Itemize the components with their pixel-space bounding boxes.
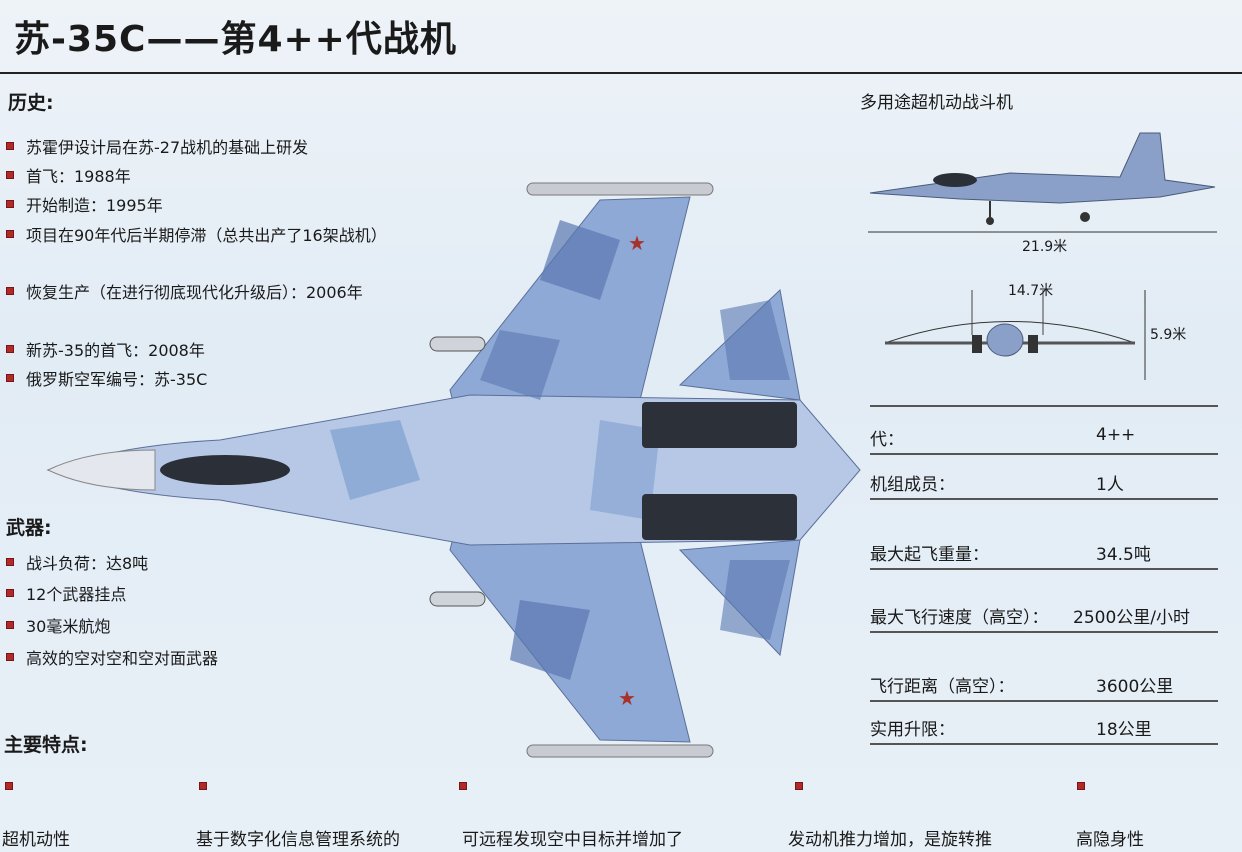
weapons-heading: 武器:	[6, 517, 52, 539]
spec-row-max-speed: 最大飞行速度（高空）： 2500公里/小时	[870, 603, 1218, 633]
page-title: 苏-35C——第4++代战机	[14, 19, 457, 60]
landing-gear-wheel	[1080, 212, 1090, 222]
length-label: 21.9米	[1022, 239, 1068, 255]
history-item-text: 开始制造：1995年	[26, 196, 163, 215]
spec-value: 1人	[1096, 475, 1124, 495]
title-divider	[0, 72, 1242, 74]
spec-label: 实用升限：	[870, 720, 955, 740]
spec-label: 飞行距离（高空）：	[870, 677, 1015, 697]
front-view-engine	[1028, 335, 1038, 353]
camo-patch	[540, 220, 620, 300]
feature-item: 高隐身性	[1076, 830, 1144, 850]
bullet-icon	[6, 621, 14, 629]
aircraft-front-view	[884, 290, 1146, 380]
history-item: 新苏-35的首飞：2008年	[6, 337, 205, 361]
history-item-text: 俄罗斯空军编号：苏-35C	[26, 370, 208, 389]
history-item-text: 首飞：1988年	[26, 167, 131, 186]
nose-cone	[46, 449, 156, 491]
wingspan-label: 14.7米	[1008, 283, 1054, 299]
spec-label: 机组成员：	[870, 475, 955, 495]
weapons-item-text: 高效的空对空和空对面武器	[26, 649, 219, 668]
spec-row-generation: 代： 4++	[870, 425, 1218, 455]
history-item-text: 项目在90年代后半期停滞（总共出产了16架战机）	[26, 226, 387, 245]
cockpit-canopy	[160, 455, 290, 485]
right-subtitle: 多用途超机动战斗机	[860, 93, 1013, 113]
front-view-engine	[972, 335, 982, 353]
history-item: 开始制造：1995年	[6, 192, 163, 216]
spec-label: 最大起飞重量：	[870, 545, 989, 565]
spec-row-range: 飞行距离（高空）： 3600公里	[870, 672, 1218, 702]
history-heading: 历史:	[8, 92, 54, 114]
bullet-icon	[6, 558, 14, 566]
front-view-fuselage	[986, 323, 1024, 357]
wingtip-missile-top	[526, 182, 714, 196]
weapons-item: 30毫米航炮	[6, 613, 110, 637]
aircraft-top-view: ★ ★	[46, 182, 861, 758]
history-item: 项目在90年代后半期停滞（总共出产了16架战机）	[6, 222, 387, 246]
spec-value: 18公里	[1096, 720, 1152, 740]
bullet-icon	[6, 374, 14, 382]
camo-patch	[480, 330, 560, 400]
feature-item: 可远程发现空中目标并增加了	[462, 830, 683, 850]
wingspan-dimension-arc	[884, 321, 1136, 344]
feature-item: 基于数字化信息管理系统的	[196, 830, 400, 850]
history-item: 苏霍伊设计局在苏-27战机的基础上研发	[6, 134, 308, 158]
bullet-icon	[6, 142, 14, 150]
wingtip-missile-bottom	[526, 744, 714, 758]
weapons-item-text: 战斗负荷：达8吨	[26, 554, 149, 573]
bullet-icon	[1077, 782, 1085, 790]
bullet-icon	[6, 653, 14, 661]
spec-table-top-rule	[870, 405, 1218, 407]
spec-row-service-ceiling: 实用升限： 18公里	[870, 715, 1218, 745]
engine-nozzle-top	[642, 402, 797, 448]
missile-pylon	[429, 591, 486, 607]
camo-patch	[720, 300, 790, 380]
engine-nozzle-bottom	[642, 494, 797, 540]
spec-row-max-takeoff-weight: 最大起飞重量： 34.5吨	[870, 540, 1218, 570]
weapons-item-text: 12个武器挂点	[26, 585, 127, 604]
spec-value: 2500公里/小时	[1073, 608, 1190, 628]
history-item: 俄罗斯空军编号：苏-35C	[6, 366, 207, 390]
aircraft-side-view	[869, 132, 1216, 225]
bullet-icon	[6, 287, 14, 295]
bullet-icon	[6, 171, 14, 179]
bullet-icon	[459, 782, 467, 790]
weapons-item-text: 30毫米航炮	[26, 617, 111, 636]
weapons-item: 战斗负荷：达8吨	[6, 550, 148, 574]
side-view-canopy	[933, 173, 977, 187]
history-item: 恢复生产（在进行彻底现代化升级后）：2006年	[6, 279, 363, 303]
bullet-icon	[6, 230, 14, 238]
history-item: 首飞：1988年	[6, 163, 131, 187]
features-heading: 主要特点:	[4, 734, 88, 756]
feature-item: 发动机推力增加，是旋转推	[788, 830, 992, 850]
bullet-icon	[6, 200, 14, 208]
spec-row-crew: 机组成员： 1人	[870, 470, 1218, 500]
weapons-item: 12个武器挂点	[6, 581, 126, 605]
camo-patch	[330, 420, 420, 500]
camo-patch	[510, 600, 590, 680]
history-item-text: 新苏-35的首飞：2008年	[26, 341, 205, 360]
bullet-icon	[5, 782, 13, 790]
landing-gear-wheel	[986, 217, 994, 225]
spec-label: 最大飞行速度（高空）：	[870, 608, 1049, 628]
aircraft-side-front-views	[868, 132, 1217, 380]
spec-value: 3600公里	[1096, 677, 1174, 697]
bullet-icon	[199, 782, 207, 790]
bullet-icon	[795, 782, 803, 790]
height-label: 5.9米	[1150, 327, 1187, 343]
history-item-text: 恢复生产（在进行彻底现代化升级后）：2006年	[26, 283, 363, 302]
camo-patch	[720, 560, 790, 640]
weapons-item: 高效的空对空和空对面武器	[6, 645, 218, 669]
side-view-fuselage	[869, 132, 1216, 204]
star-insignia-top: ★	[628, 231, 646, 255]
spec-value: 34.5吨	[1096, 545, 1151, 565]
feature-item: 超机动性	[2, 830, 70, 850]
star-insignia-bottom: ★	[618, 686, 636, 710]
history-item-text: 苏霍伊设计局在苏-27战机的基础上研发	[26, 138, 309, 157]
spec-label: 代：	[870, 430, 904, 450]
spec-value: 4++	[1096, 425, 1136, 445]
bullet-icon	[6, 345, 14, 353]
missile-pylon	[429, 336, 486, 352]
bullet-icon	[6, 589, 14, 597]
